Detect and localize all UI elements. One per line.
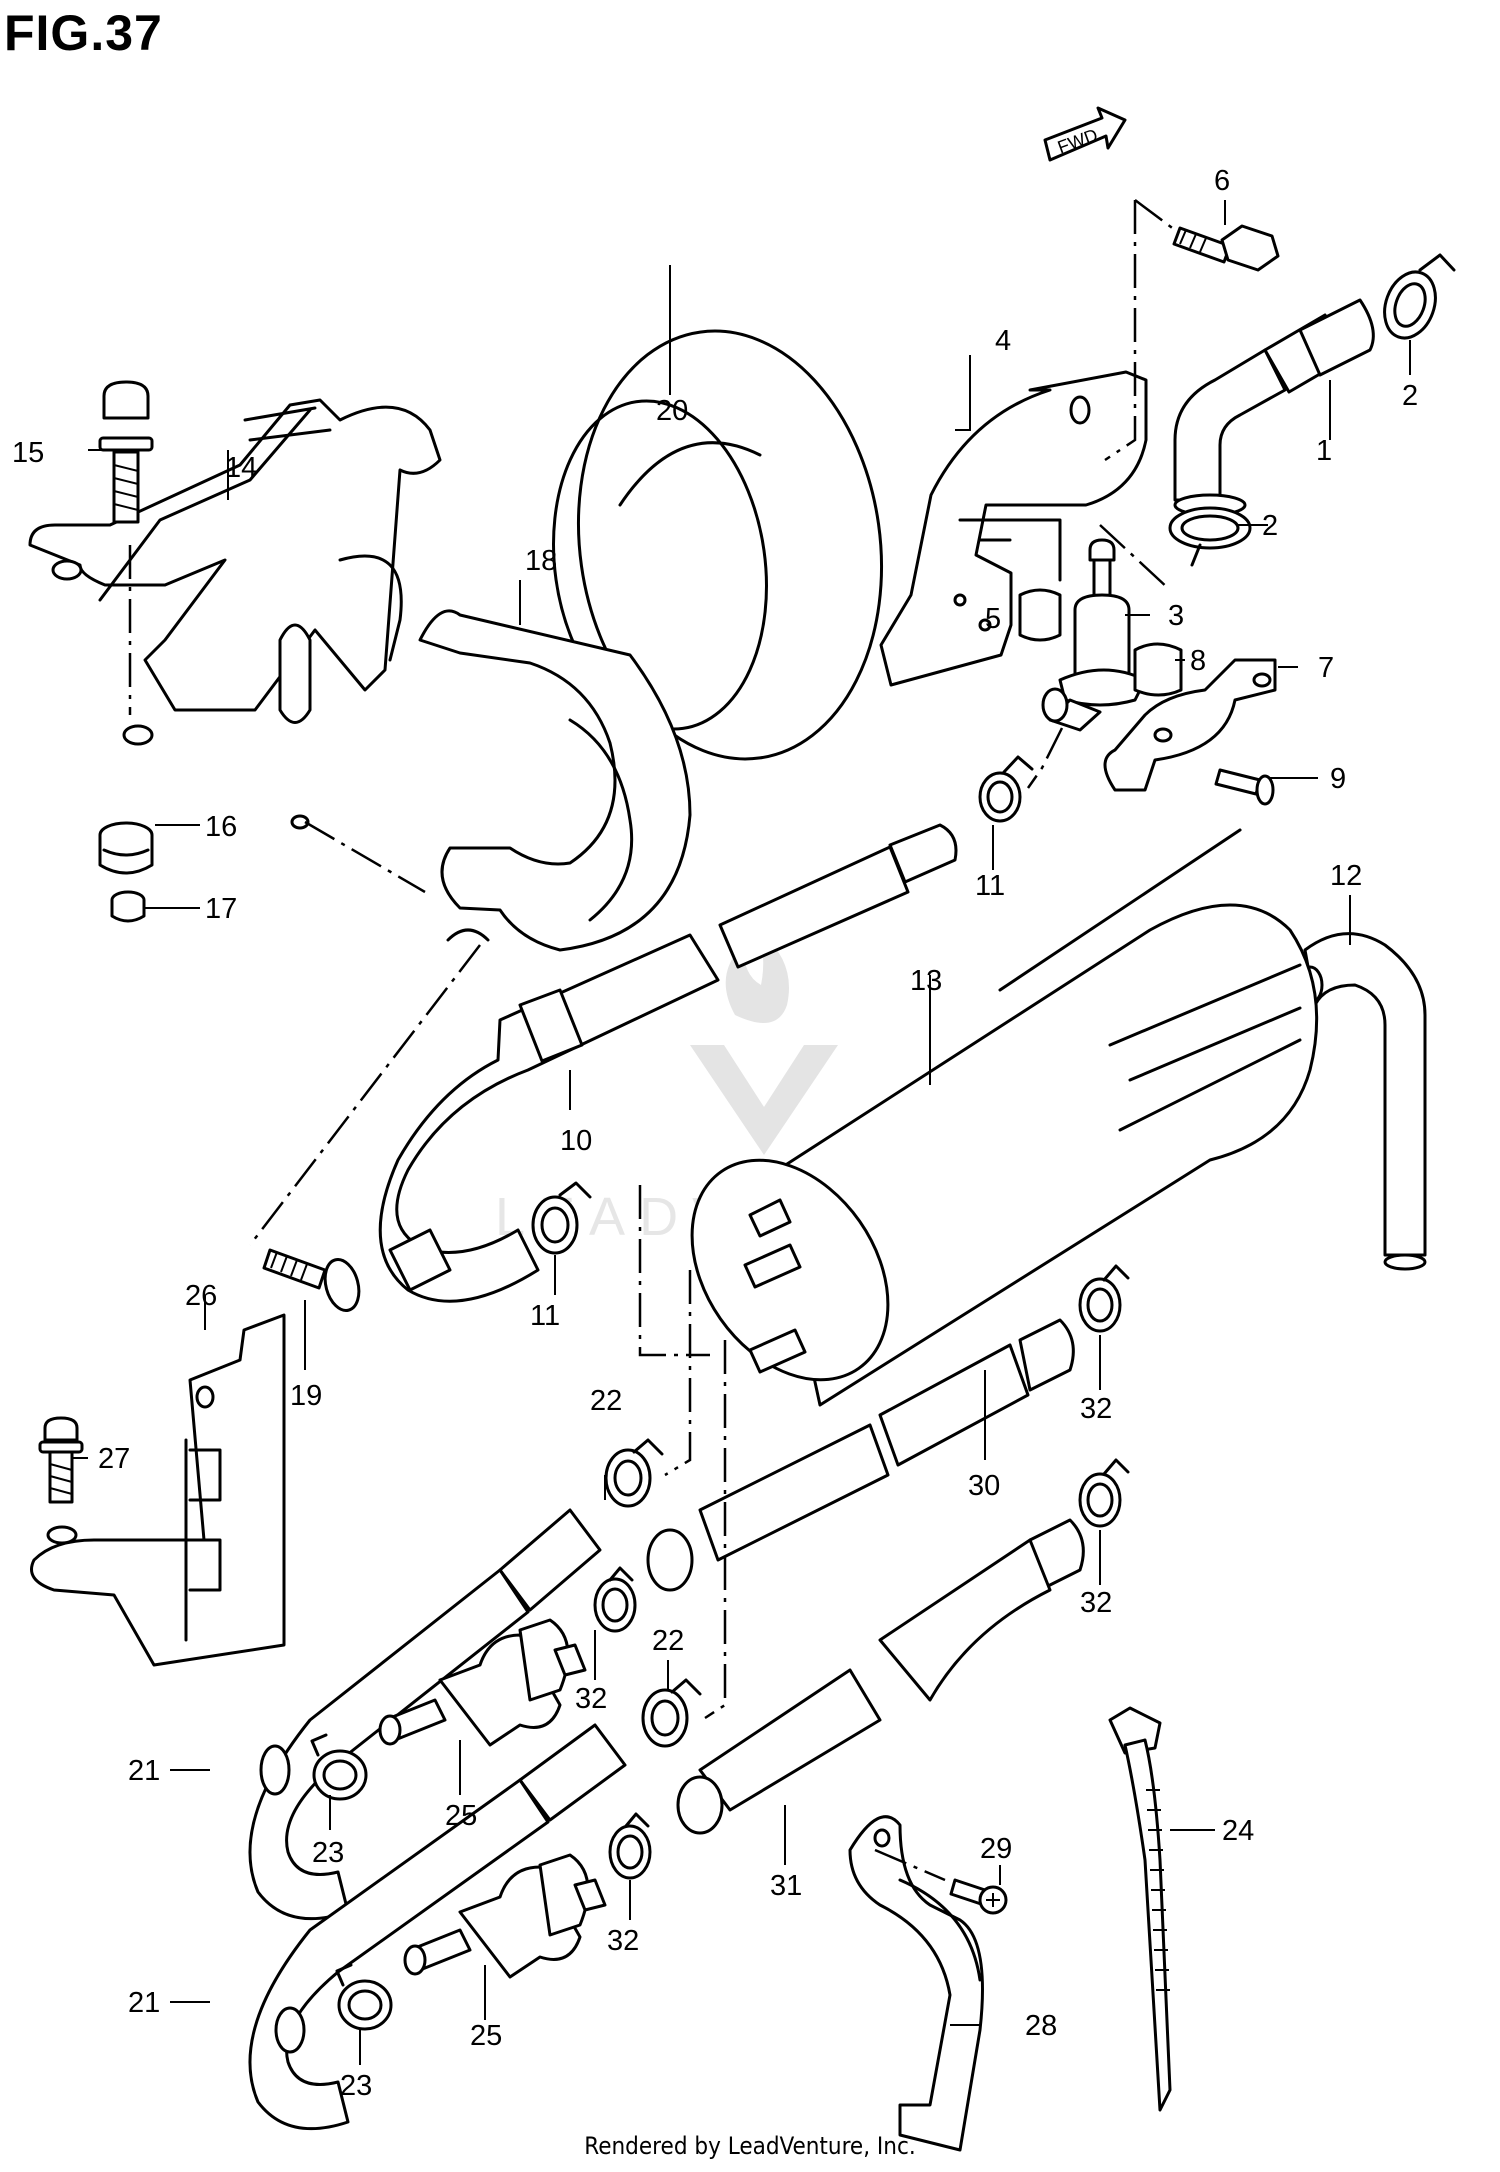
- part-2-clamp-lower: [1168, 506, 1252, 567]
- part-2-clamp-upper: [1383, 253, 1456, 340]
- footer-credit: Rendered by LeadVenture, Inc.: [584, 2132, 916, 2160]
- part-11-clamp-lower: [531, 1181, 592, 1255]
- callout-2-upper: 2: [1402, 380, 1418, 412]
- callout-23-upper: 23: [312, 1837, 344, 1869]
- leader-lines: [73, 200, 1411, 2065]
- part-25-filter-upper: [378, 1618, 587, 1747]
- callout-28: 28: [1025, 2010, 1057, 2042]
- part-17-nut: [110, 890, 146, 923]
- guide-lines: [128, 199, 1176, 1882]
- part-18-strap: [418, 609, 692, 952]
- callout-11-lower: 11: [530, 1300, 560, 1332]
- part-1-hose-elbow: [1173, 298, 1375, 517]
- part-16-grommet: [98, 821, 154, 875]
- part-14-bracket: [28, 398, 442, 830]
- part-31-hose: [676, 1518, 1085, 1835]
- callout-13: 13: [910, 965, 942, 997]
- callout-31: 31: [770, 1870, 802, 1902]
- part-4-bracket: [879, 370, 1148, 687]
- part-6-bolt: [1172, 224, 1280, 272]
- callout-9: 9: [1330, 763, 1346, 795]
- part-23-clamp-lower: [335, 1963, 393, 2031]
- callout-3: 3: [1168, 600, 1184, 632]
- callout-7: 7: [1318, 652, 1334, 684]
- callout-25-lower: 25: [470, 2020, 502, 2052]
- callout-32-d: 32: [607, 1925, 639, 1957]
- fwd-label: FWD: [1055, 125, 1100, 158]
- callout-8: 8: [1190, 645, 1206, 677]
- part-21-hose-lower: [248, 1723, 627, 2131]
- callout-32-c: 32: [575, 1683, 607, 1715]
- part-28-bracket: [848, 1815, 984, 2152]
- part-3-valve: [1041, 538, 1147, 732]
- callout-21-lower: 21: [128, 1987, 160, 2019]
- callout-22-lower: 22: [652, 1625, 684, 1657]
- part-19-bolt: [262, 1248, 361, 1312]
- part-32-clamp-2: [1078, 1458, 1130, 1528]
- callout-10: 10: [560, 1125, 592, 1157]
- part-24-cable-tie: [1108, 1706, 1172, 2112]
- part-7-clamp: [1103, 658, 1277, 792]
- part-29-screw: [949, 1878, 1008, 1915]
- callout-12: 12: [1330, 860, 1362, 892]
- fwd-arrow-icon: FWD: [1043, 106, 1127, 162]
- part-20-canister-cover: [552, 329, 884, 761]
- callout-14: 14: [225, 452, 257, 484]
- part-23-clamp-upper: [310, 1733, 368, 1801]
- callout-22-upper: 22: [590, 1385, 622, 1417]
- part-22-clamp-lower: [641, 1678, 702, 1748]
- part-25-filter-lower: [403, 1853, 607, 1979]
- callout-2-lower: 2: [1262, 510, 1278, 542]
- part-22-clamp-upper: [604, 1438, 664, 1508]
- callout-29: 29: [980, 1833, 1012, 1865]
- figure-title: FIG.37: [4, 5, 163, 61]
- part-15-bolt: [98, 380, 154, 524]
- callouts: 1 2 2 3 4 5 6 7 8 9 10 11 11 12 13 14 15…: [12, 165, 1418, 2102]
- callout-32-b: 32: [1080, 1587, 1112, 1619]
- callout-6: 6: [1214, 165, 1230, 197]
- callout-17: 17: [205, 893, 237, 925]
- part-32-clamp-1: [1078, 1264, 1130, 1333]
- callout-15: 15: [12, 437, 44, 469]
- callout-5: 5: [985, 603, 1001, 635]
- part-26-bracket: [30, 1313, 286, 1667]
- callout-30: 30: [968, 1470, 1000, 1502]
- part-11-clamp-upper: [978, 755, 1034, 823]
- part-9-screw: [1214, 768, 1275, 806]
- callout-32-a: 32: [1080, 1393, 1112, 1425]
- callout-23-lower: 23: [340, 2070, 372, 2102]
- callout-19: 19: [290, 1380, 322, 1412]
- callout-16: 16: [205, 811, 237, 843]
- callout-18: 18: [525, 545, 557, 577]
- callout-21-upper: 21: [128, 1755, 160, 1787]
- callout-20: 20: [656, 395, 688, 427]
- callout-24: 24: [1222, 1815, 1254, 1847]
- callout-25-upper: 25: [445, 1800, 477, 1832]
- callout-1: 1: [1316, 435, 1332, 467]
- part-30-hose: [646, 1318, 1075, 1592]
- part-27-bolt: [38, 1416, 84, 1504]
- callout-4: 4: [995, 325, 1011, 357]
- callout-26: 26: [185, 1280, 217, 1312]
- part-32-clamp-3: [593, 1566, 637, 1633]
- part-12-hose: [1296, 932, 1427, 1271]
- part-10-hose: [378, 823, 958, 1303]
- callout-27: 27: [98, 1443, 130, 1475]
- part-13-canister: [690, 828, 1319, 1407]
- part-5-clip: [1018, 588, 1062, 642]
- part-32-clamp-4: [608, 1812, 652, 1880]
- callout-11-upper: 11: [975, 870, 1005, 902]
- part-8-clip: [1133, 642, 1183, 697]
